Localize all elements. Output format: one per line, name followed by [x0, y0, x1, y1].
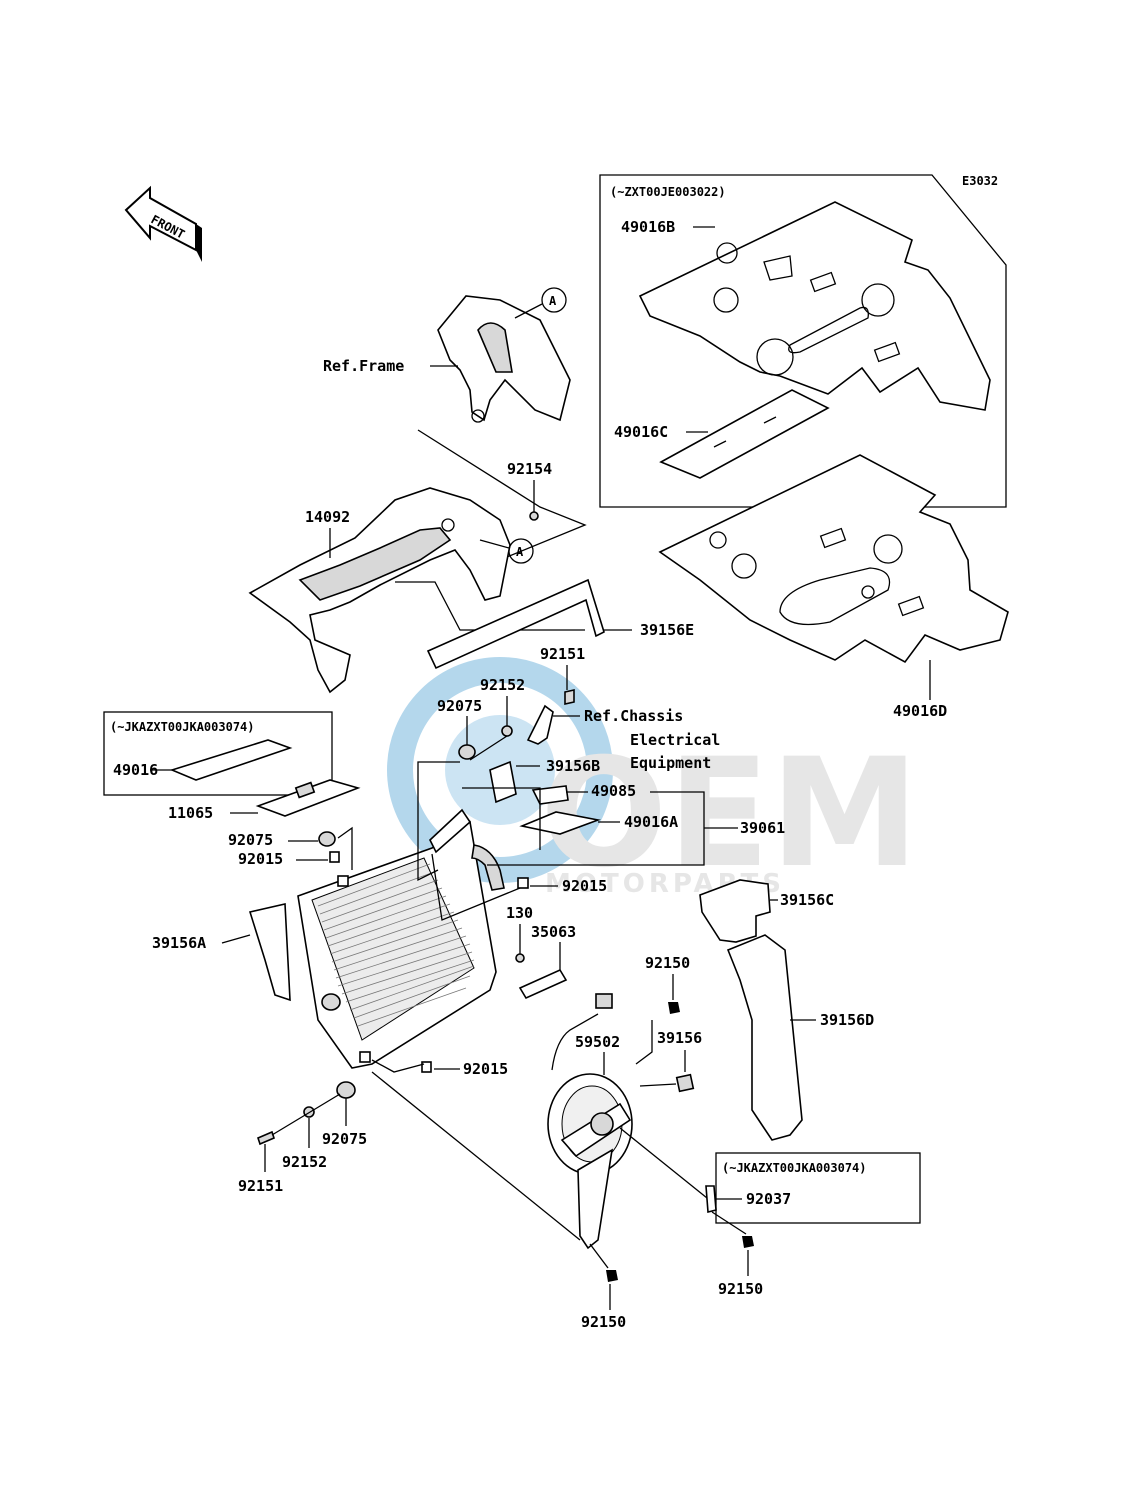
part-92015-clip-mid — [329, 851, 340, 863]
radiator-assembly — [297, 808, 505, 1069]
box-upper-right — [599, 174, 1007, 508]
part-49016A-gasket — [519, 811, 601, 835]
part-92151-bolt-top — [564, 689, 575, 705]
part-92075-grommet-mid — [318, 831, 336, 847]
label-14092: 14092 — [305, 508, 350, 526]
part-92151-bolt-low — [257, 1130, 275, 1146]
label-11065: 11065 — [168, 804, 213, 822]
label-49085: 49085 — [591, 782, 636, 800]
part-49016B-plate — [638, 201, 991, 411]
callout-a-top-icon: A — [541, 287, 567, 313]
ref-frame-part — [437, 295, 571, 423]
label-39156E: 39156E — [640, 621, 694, 639]
label-49016D: 49016D — [893, 702, 947, 720]
label-59502: 59502 — [575, 1033, 620, 1051]
label-49016: 49016 — [113, 761, 158, 779]
part-35063-hose — [518, 968, 568, 1000]
label-39156C: 39156C — [780, 891, 834, 909]
label-92150-bottom: 92150 — [581, 1313, 626, 1331]
part-39156-pad-small — [675, 1073, 695, 1093]
box-left-label: (~JKAZXT00JKA003074) — [110, 720, 255, 734]
label-92015-center: 92015 — [562, 877, 607, 895]
label-ref-frame: Ref.Frame — [323, 357, 404, 375]
label-39156: 39156 — [657, 1029, 702, 1047]
label-92151-top: 92151 — [540, 645, 585, 663]
label-ref-chassis-2: Electrical — [630, 731, 720, 749]
part-130-bolt — [515, 953, 525, 963]
label-130: 130 — [506, 904, 533, 922]
label-39156B: 39156B — [546, 757, 600, 775]
part-14092-bracket — [248, 487, 511, 694]
box-lower-right-label: (~JKAZXT00JKA003074) — [722, 1161, 867, 1175]
label-92075-mid: 92075 — [228, 831, 273, 849]
part-92075-grommet-top — [458, 744, 476, 760]
part-92150-nut-fan — [668, 1002, 680, 1014]
part-92015-clip-low — [421, 1061, 432, 1073]
label-49016B: 49016B — [621, 218, 675, 236]
label-92015-low: 92015 — [463, 1060, 508, 1078]
part-39156D-pad — [726, 934, 803, 1141]
label-92151-low: 92151 — [238, 1177, 283, 1195]
part-49016C-strip — [659, 389, 830, 479]
label-35063: 35063 — [531, 923, 576, 941]
part-92015-clip-center — [517, 877, 529, 889]
watermark-brand: OEM — [540, 727, 919, 901]
label-92037: 92037 — [746, 1190, 791, 1208]
part-39156E-pad — [426, 578, 605, 670]
label-49016C: 49016C — [614, 423, 668, 441]
front-arrow-icon: FRONT — [124, 185, 202, 262]
label-92150-right: 92150 — [718, 1280, 763, 1298]
label-39061: 39061 — [740, 819, 785, 837]
part-92075-grommet-low — [336, 1081, 356, 1099]
part-49085-cap — [531, 785, 569, 805]
part-59502-fan-motor — [547, 993, 633, 1250]
label-ref-chassis-1: Ref.Chassis — [584, 707, 683, 725]
label-92150-fan: 92150 — [645, 954, 690, 972]
part-49016-strip — [169, 739, 293, 781]
callout-a-mid-icon: A — [508, 538, 534, 564]
part-92152-washer-top — [501, 725, 513, 737]
part-92150-nut-bottom — [606, 1270, 618, 1282]
box-upper-right-label: (~ZXT00JE003022) — [610, 185, 726, 199]
label-92152-low: 92152 — [282, 1153, 327, 1171]
svg-text:A: A — [516, 545, 524, 559]
label-39156D: 39156D — [820, 1011, 874, 1029]
label-92152-top: 92152 — [480, 676, 525, 694]
label-92015-mid: 92015 — [238, 850, 283, 868]
label-92075-top: 92075 — [437, 697, 482, 715]
label-49016A: 49016A — [624, 813, 678, 831]
box-left — [103, 711, 333, 796]
part-92154-bolt — [529, 511, 539, 521]
part-92037-clip — [705, 1185, 717, 1214]
box-lower-right — [715, 1152, 921, 1224]
part-39156A-pad — [248, 903, 291, 1002]
part-39156C-pad — [699, 879, 771, 943]
part-49016D-plate — [658, 454, 1009, 664]
label-92075-low: 92075 — [322, 1130, 367, 1148]
diagram-code: E3032 — [962, 174, 998, 188]
label-ref-chassis-3: Equipment — [630, 754, 711, 772]
label-92154: 92154 — [507, 460, 552, 478]
svg-text:A: A — [549, 294, 557, 308]
ref-chassis-bracket — [526, 704, 554, 745]
part-92150-nut-right — [742, 1236, 754, 1248]
label-39156A: 39156A — [152, 934, 206, 952]
part-39156B-pad — [489, 760, 517, 804]
